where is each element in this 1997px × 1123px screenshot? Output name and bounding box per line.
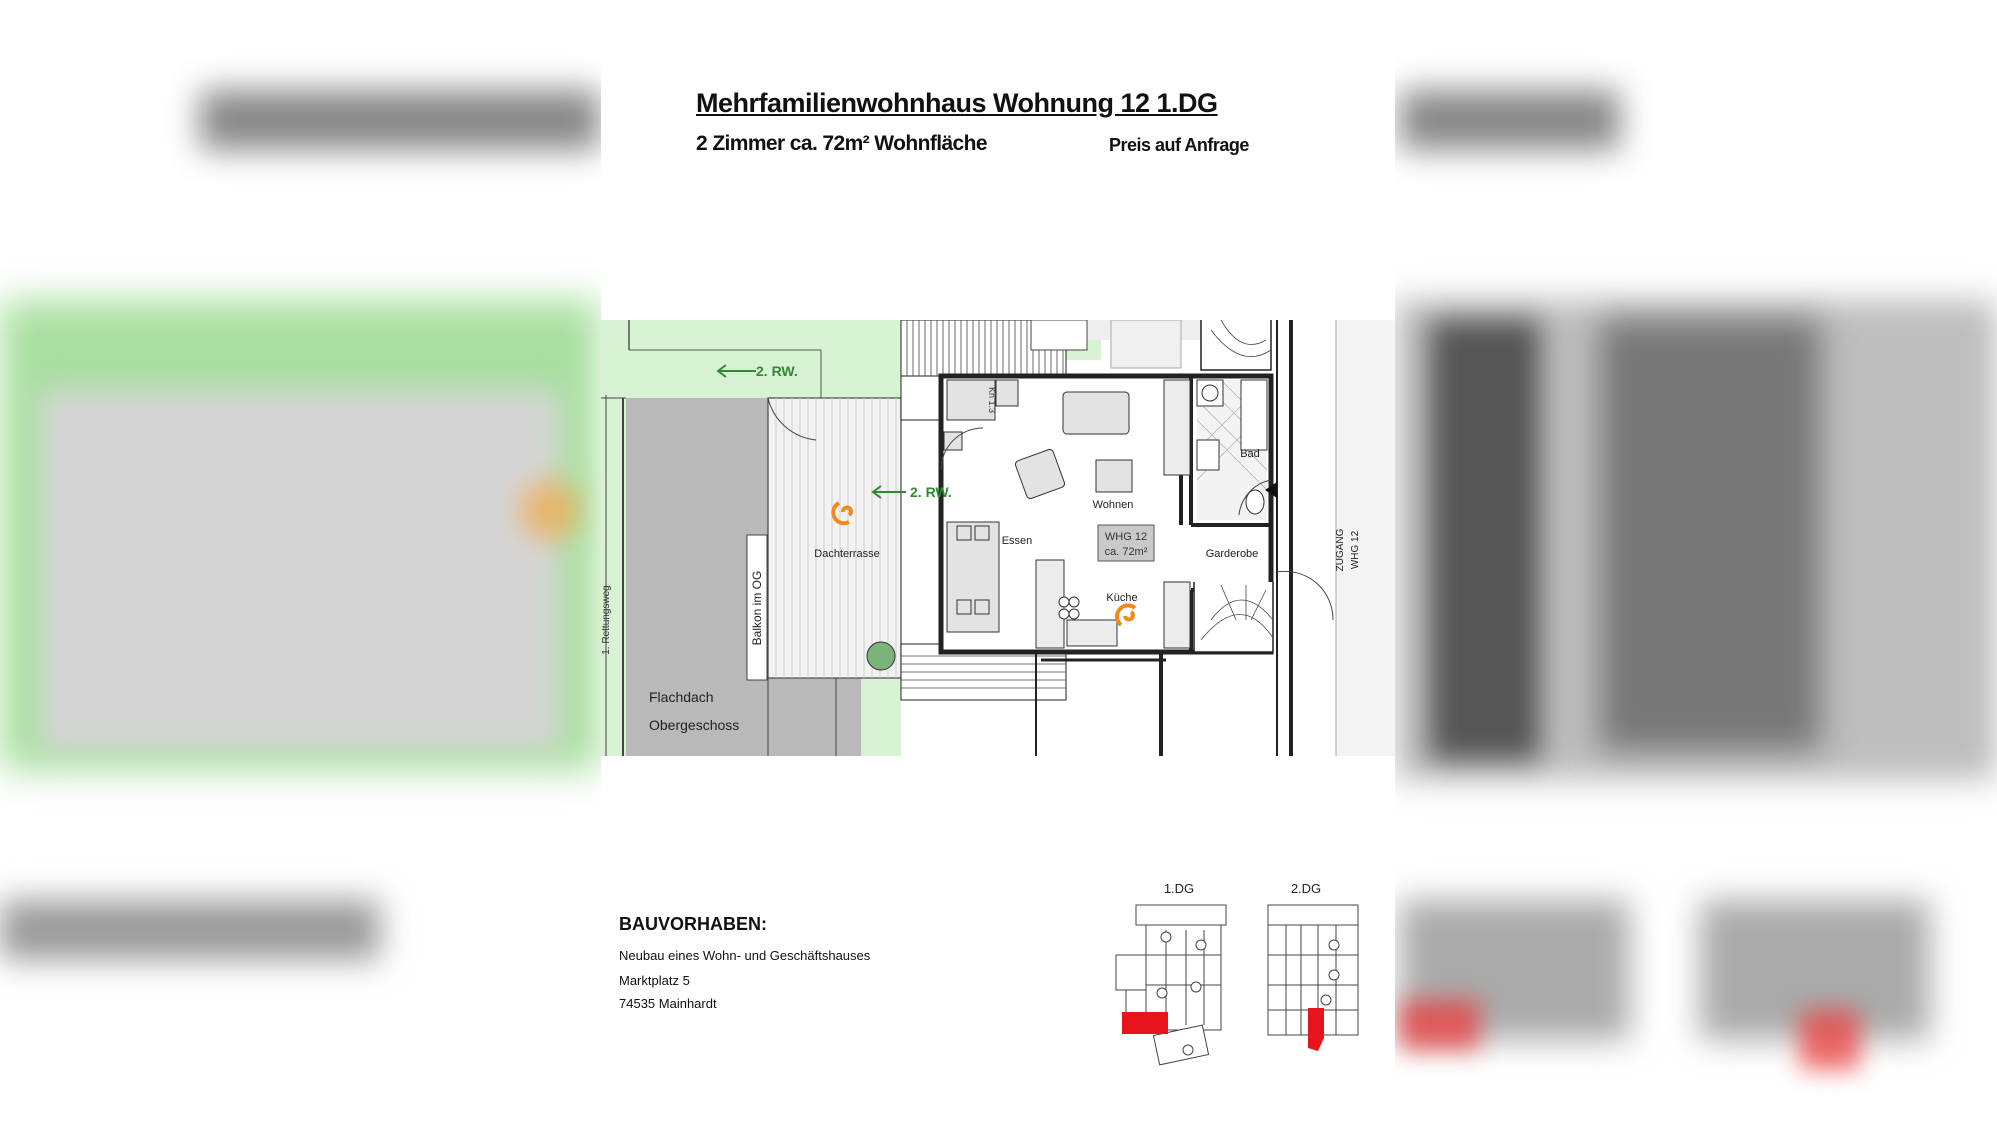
room-label-kueche: Küche bbox=[1106, 592, 1137, 604]
minimap-2dg bbox=[1267, 904, 1359, 1036]
roof-terrace bbox=[767, 397, 902, 679]
room-label-balkon: Balkon im OG bbox=[750, 571, 764, 646]
room-label-wohnen: Wohnen bbox=[1093, 499, 1134, 511]
project-heading: BAUVORHABEN: bbox=[619, 914, 767, 934]
escape-route-label: 2. RW. bbox=[756, 363, 798, 379]
price-note: Preis auf Anfrage bbox=[1109, 135, 1249, 155]
orange-symbol-icon bbox=[831, 501, 1137, 627]
project-line-2: Marktplatz 5 bbox=[619, 973, 690, 988]
apartment-summary: 2 Zimmer ca. 72m² Wohnfläche bbox=[696, 132, 988, 155]
unit-label-box bbox=[1097, 524, 1155, 562]
floor-plan: WHG 12 ca. 72m² 2. RW. 2. RW. Dachterras… bbox=[601, 320, 1395, 756]
room-label-obergeschoss: Obergeschoss bbox=[649, 717, 739, 733]
entrance-unit-label: WHG 12 bbox=[1350, 530, 1361, 569]
minimap-label-1dg: 1.DG bbox=[1164, 881, 1194, 896]
project-line-1: Neubau eines Wohn- und Geschäftshauses bbox=[619, 948, 871, 963]
escape-route-label: 2. RW. bbox=[910, 484, 952, 500]
side-label: 1. Rettungsweg bbox=[601, 585, 612, 655]
balcony-box bbox=[746, 534, 768, 681]
entrance-label: ZUGANG bbox=[1335, 528, 1346, 571]
unit-highlight bbox=[1308, 1008, 1324, 1051]
room-label-dachterrasse: Dachterrasse bbox=[814, 548, 879, 560]
document-page: Mehrfamilienwohnhaus Wohnung 12 1.DG 2 Z… bbox=[601, 0, 1395, 1123]
unit-label-1: WHG 12 bbox=[1105, 531, 1147, 543]
kn-label: Kn 1.3 bbox=[987, 387, 997, 413]
room-label-flachdach: Flachdach bbox=[649, 689, 714, 705]
unit-highlight bbox=[1122, 1012, 1168, 1034]
entrance-arrow-icon bbox=[1265, 482, 1277, 498]
room-label-garderobe: Garderobe bbox=[1206, 548, 1259, 560]
minimap-1dg bbox=[1115, 904, 1227, 1066]
tree-icon bbox=[866, 641, 896, 671]
minimap-label-2dg: 2.DG bbox=[1291, 881, 1321, 896]
location-minimaps: 1.DG 2.DG bbox=[1115, 881, 1359, 1066]
document-title: Mehrfamilienwohnhaus Wohnung 12 1.DG bbox=[696, 88, 1218, 118]
project-line-3: 74535 Mainhardt bbox=[619, 996, 717, 1011]
room-label-bad: Bad bbox=[1240, 448, 1260, 460]
unit-label-2: ca. 72m² bbox=[1105, 546, 1148, 558]
room-label-essen: Essen bbox=[1002, 535, 1033, 547]
